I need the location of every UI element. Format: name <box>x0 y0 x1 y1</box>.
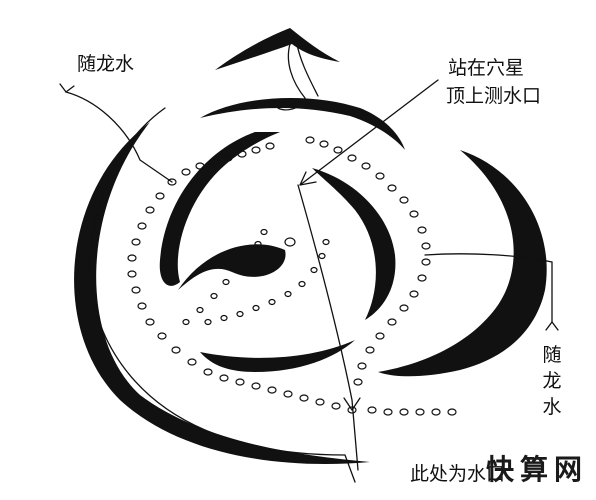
arrow-head-summit <box>299 171 317 186</box>
arrow-to-summit <box>299 79 439 186</box>
top-stream-line-2 <box>295 39 319 97</box>
label-right-char-3: 水 <box>542 396 562 418</box>
label-summit-line2: 顶上测水口 <box>446 85 542 107</box>
label-right-dragon-water: 随 龙 水 <box>540 342 564 420</box>
right-crescent <box>378 150 547 377</box>
arrow-head-left <box>59 83 75 93</box>
left-river-line <box>89 107 356 483</box>
right-river-line <box>424 253 553 323</box>
watermark: 快算网 <box>486 453 589 486</box>
label-summit-line1: 站在穴星 <box>448 57 525 79</box>
dots-inner <box>182 228 330 326</box>
dots-outlet <box>367 406 457 416</box>
arrow-head-outlet <box>343 397 361 411</box>
label-right-char-1: 随 <box>542 344 562 366</box>
top-mountain <box>215 28 340 70</box>
label-right-char-2: 龙 <box>542 370 562 392</box>
upper-right-arc <box>200 97 405 150</box>
dot-trails <box>127 136 457 416</box>
label-water-outlet: 此处为水口 <box>410 463 506 485</box>
top-stream-line <box>277 43 306 111</box>
dots-upper <box>167 136 431 386</box>
lower-inner-arc <box>200 340 355 372</box>
arrow-left-label <box>65 91 173 183</box>
inner-right-arm <box>312 168 396 320</box>
dots-left <box>127 192 357 414</box>
arrow-right-label <box>545 321 559 331</box>
label-left-dragon-water: 随龙水 <box>77 53 135 75</box>
inner-left-hook <box>159 132 280 286</box>
center-sight-line <box>297 184 359 471</box>
center-swirl <box>178 244 286 290</box>
